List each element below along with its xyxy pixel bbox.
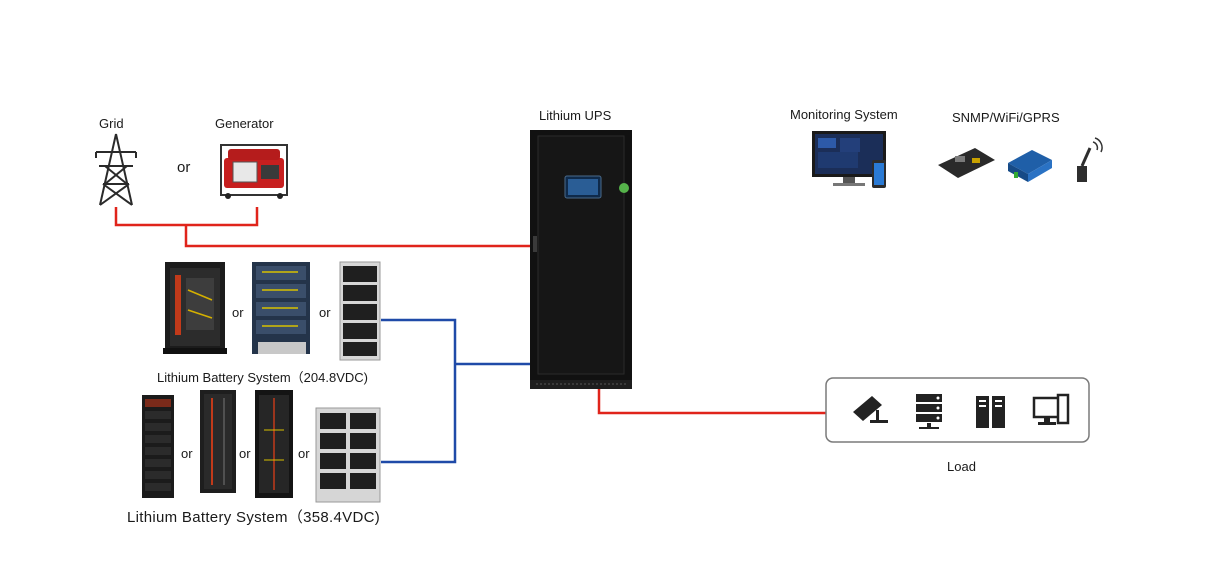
or-label: or: [181, 446, 193, 461]
battery-dc-lines: [381, 318, 530, 464]
gprs-antenna-icon: [1077, 137, 1103, 182]
battery-358-label: Lithium Battery System（358.4VDC): [127, 509, 381, 526]
grid-label: Grid: [99, 116, 124, 131]
cctv-camera-icon: [853, 396, 888, 423]
or-label: or: [298, 446, 310, 461]
or-label: or: [239, 446, 251, 461]
ups-label: Lithium UPS: [539, 108, 612, 123]
wifi-module-icon: [1008, 150, 1052, 182]
or-label: or: [319, 305, 331, 320]
battery-rack-icon: [252, 262, 310, 354]
ac-input-lines: [114, 207, 530, 248]
battery-rack-icon: [200, 390, 236, 493]
battery-rack-icon: [255, 390, 293, 498]
load-box: [825, 377, 1090, 443]
load-label: Load: [947, 459, 976, 474]
battery-rack-icon: [142, 395, 174, 498]
battery-204-label: Lithium Battery System（204.8VDC): [157, 370, 368, 385]
generator-icon: [220, 144, 288, 199]
generator-label: Generator: [215, 116, 274, 131]
phone-icon: [872, 160, 886, 188]
workstation-icon: [1032, 393, 1070, 425]
snmp-card-icon: [938, 148, 995, 178]
or-label: or: [177, 159, 191, 176]
server-icon: [916, 394, 942, 429]
battery-rack-icon: [315, 407, 381, 503]
transmission-tower-icon: [95, 133, 137, 206]
battery-cabinet-icon: [163, 262, 227, 354]
or-label: or: [232, 305, 244, 320]
comms-label: SNMP/WiFi/GPRS: [952, 110, 1060, 125]
ups-cabinet: [530, 130, 632, 389]
data-cabinet-icon: [976, 396, 1005, 428]
monitoring-label: Monitoring System: [790, 107, 898, 122]
battery-rack-icon: [339, 261, 381, 361]
load-output-line: [597, 383, 826, 415]
monitor-icon: [812, 131, 886, 186]
